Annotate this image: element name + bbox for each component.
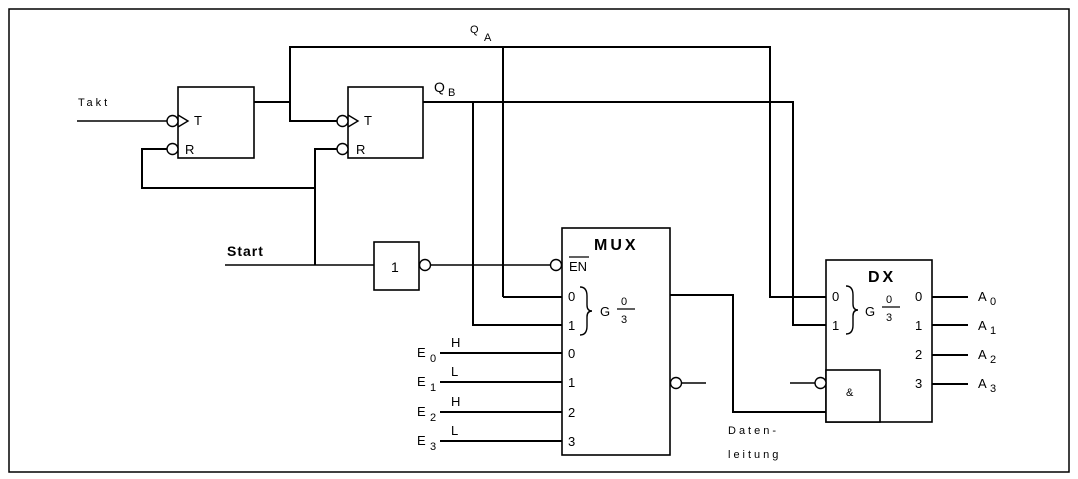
input-e2-subscript: 2 bbox=[430, 412, 436, 424]
dx-title: DX bbox=[868, 269, 896, 286]
ff2-t-pin: T bbox=[364, 113, 372, 128]
inverter-gate: 1 bbox=[373, 241, 432, 291]
demultiplexer: DX 0 1 G 0 3 0 1 2 3 & bbox=[814, 259, 933, 423]
dx-output-3: 3 bbox=[915, 376, 922, 391]
dx-output-1: 1 bbox=[915, 318, 922, 333]
dx-sel-1: 1 bbox=[832, 318, 839, 333]
qb-label: Q bbox=[434, 79, 445, 95]
qa-subscript: A bbox=[484, 32, 492, 44]
mux-en-inversion-bubble bbox=[549, 258, 563, 272]
mux-select-brace bbox=[579, 286, 593, 336]
input-e0-subscript: 0 bbox=[430, 353, 436, 365]
input-e2-label: E bbox=[417, 404, 426, 419]
input-e1-subscript: 1 bbox=[430, 382, 436, 394]
wires bbox=[77, 46, 968, 442]
mux-input-2: 2 bbox=[568, 405, 575, 420]
output-a2-label: A bbox=[978, 347, 987, 362]
ff2-clock-inversion-bubble bbox=[336, 114, 349, 128]
dx-sel-0: 0 bbox=[832, 289, 839, 304]
output-a1-subscript: 1 bbox=[990, 325, 996, 337]
flipflop-1: T R bbox=[166, 86, 255, 159]
flipflop-2: T R bbox=[336, 86, 424, 159]
dx-and-gate bbox=[825, 369, 881, 423]
mux-input-0: 0 bbox=[568, 346, 575, 361]
start-label: Start bbox=[227, 243, 264, 259]
input-e3-label: E bbox=[417, 433, 426, 448]
input-e0-label: E bbox=[417, 345, 426, 360]
ff1-clock-inversion-bubble bbox=[166, 114, 179, 128]
input-e3-level: L bbox=[451, 423, 458, 438]
output-a0-label: A bbox=[978, 289, 987, 304]
signal-labels: Takt Start Q A Q B bbox=[78, 24, 492, 259]
datenleitung-line-2: leitung bbox=[728, 449, 781, 461]
takt-label: Takt bbox=[78, 97, 110, 109]
dx-g-denominator: 3 bbox=[886, 312, 892, 324]
inverter-label: 1 bbox=[391, 259, 399, 275]
output-a0-subscript: 0 bbox=[990, 296, 996, 308]
input-e2-level: H bbox=[451, 394, 460, 409]
output-a3-label: A bbox=[978, 376, 987, 391]
mux-g-denominator: 3 bbox=[621, 314, 627, 326]
dx-g-numerator: 0 bbox=[886, 294, 892, 306]
dx-and-label: & bbox=[846, 387, 854, 399]
output-a1-label: A bbox=[978, 318, 987, 333]
mux-input-1: 1 bbox=[568, 375, 575, 390]
mux-g-label: G bbox=[600, 304, 610, 319]
ff1-t-pin: T bbox=[194, 113, 202, 128]
qb-subscript: B bbox=[448, 87, 455, 99]
data-input-labels: E 0 H E 1 L E 2 H E 3 L bbox=[417, 335, 460, 453]
datenleitung-line-1: Daten- bbox=[728, 425, 779, 437]
ff2-r-pin: R bbox=[356, 142, 365, 157]
ff2-reset-inversion-bubble bbox=[336, 142, 349, 156]
dx-output-0: 0 bbox=[915, 289, 922, 304]
mux-input-3: 3 bbox=[568, 434, 575, 449]
output-labels: A 0 A 1 A 2 A 3 bbox=[978, 289, 996, 395]
multiplexer: MUX EN 0 1 G 0 3 0 1 2 3 bbox=[549, 227, 683, 456]
mux-g-numerator: 0 bbox=[621, 296, 627, 308]
mux-title: MUX bbox=[594, 237, 639, 254]
diagram-frame bbox=[8, 8, 1070, 473]
qa-label: Q bbox=[470, 24, 479, 36]
input-e3-subscript: 3 bbox=[430, 441, 436, 453]
dx-output-2: 2 bbox=[915, 347, 922, 362]
mux-en-label: EN bbox=[569, 259, 587, 274]
input-e1-label: E bbox=[417, 374, 426, 389]
mux-sel-0: 0 bbox=[568, 289, 575, 304]
output-a2-subscript: 2 bbox=[990, 354, 996, 366]
dx-select-brace bbox=[845, 285, 859, 335]
inverter-output-bubble bbox=[418, 258, 432, 272]
dx-g-label: G bbox=[865, 304, 875, 319]
input-e1-level: L bbox=[451, 364, 458, 379]
mux-inverted-output-bubble bbox=[669, 376, 683, 390]
dx-and-inversion-bubble bbox=[814, 376, 827, 390]
mux-sel-1: 1 bbox=[568, 318, 575, 333]
input-e0-level: H bbox=[451, 335, 460, 350]
ff1-r-pin: R bbox=[185, 142, 194, 157]
output-a3-subscript: 3 bbox=[990, 383, 996, 395]
ff1-reset-inversion-bubble bbox=[166, 142, 179, 156]
